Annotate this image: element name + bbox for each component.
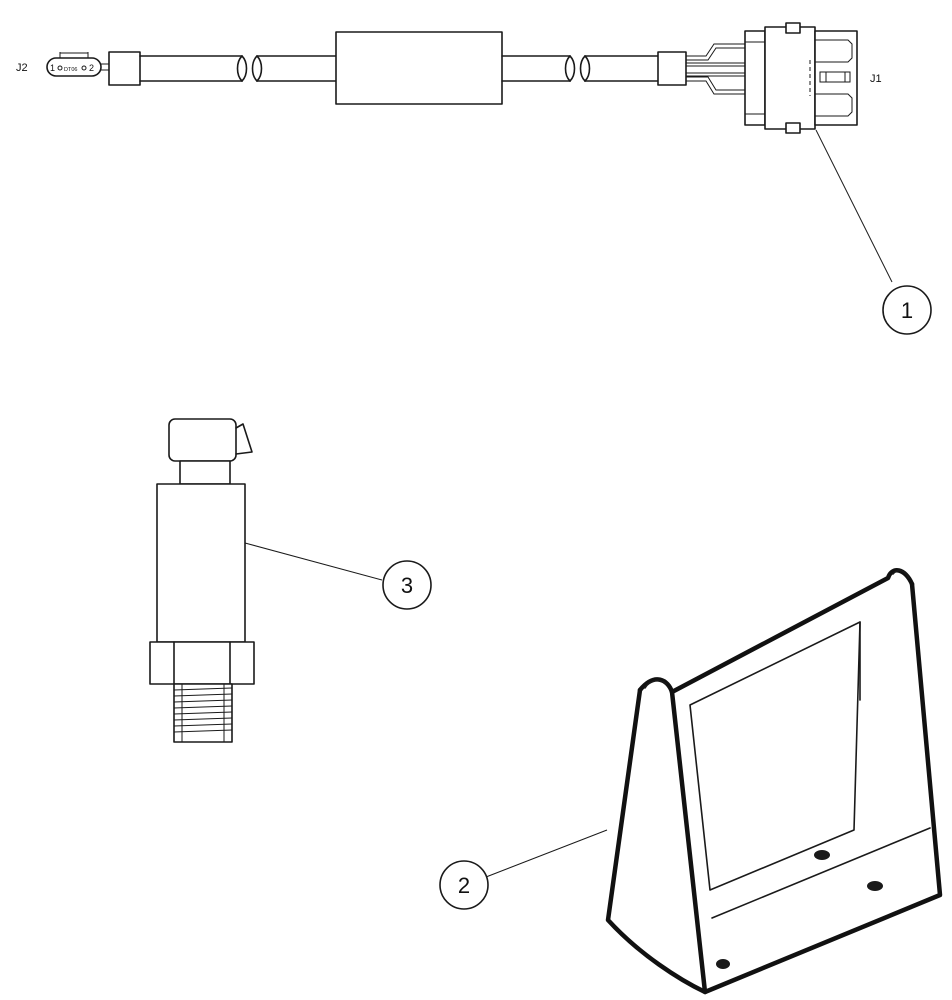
harness-module: [335, 31, 503, 105]
callout-3-number: 3: [401, 573, 413, 598]
plug-pin-1: 1: [50, 63, 55, 73]
mount-hole-1: [814, 850, 830, 860]
mount-hole-3: [716, 959, 730, 969]
sensor-threads: [173, 684, 233, 742]
mounting-bracket: [605, 568, 943, 995]
j1-label: J1: [870, 73, 882, 85]
plug-pin-2: 2: [89, 63, 94, 73]
callout-3: 3: [244, 542, 432, 610]
fanout-wires: [686, 43, 745, 95]
callout-3-circle: [382, 560, 432, 610]
callout-2-number: 2: [458, 873, 470, 898]
j2-sleeve: [108, 51, 141, 86]
callout-1: 1: [815, 129, 932, 335]
j2-label: J2: [16, 62, 28, 74]
j2-plug: 1 DT06 2: [46, 52, 109, 77]
mount-hole-2: [867, 881, 883, 891]
j1-connector: [744, 22, 858, 134]
callout-2: 2: [439, 829, 608, 910]
callout-2-circle: [439, 860, 489, 910]
callout-1-number: 1: [901, 298, 913, 323]
callout-1-circle: [882, 285, 932, 335]
wire-harness: J2 1 DT06 2: [16, 22, 882, 134]
plug-code: DT06: [64, 67, 77, 73]
j1-sleeve: [657, 51, 687, 86]
pressure-sensor: [149, 418, 255, 743]
